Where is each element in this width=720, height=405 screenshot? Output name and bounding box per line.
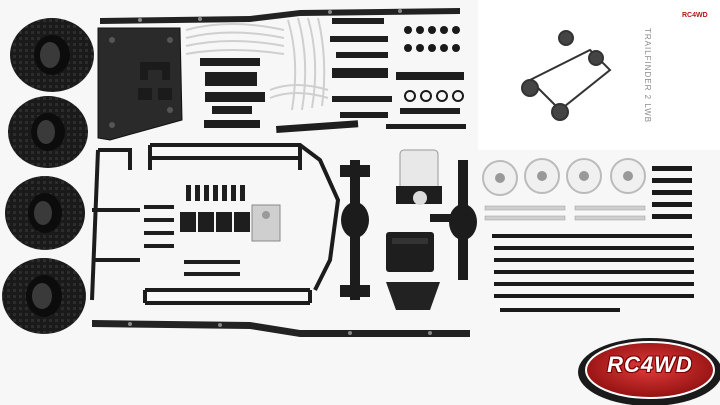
screw-hardware	[492, 166, 694, 312]
tire-1	[10, 18, 94, 92]
wheel-1	[482, 160, 518, 196]
motor-assembly	[396, 149, 442, 205]
tire-3	[5, 176, 85, 250]
tire-2	[8, 96, 88, 168]
wheel-3	[566, 158, 602, 194]
rc4wd-logo	[578, 338, 720, 405]
leaf-springs-left	[185, 23, 285, 55]
chassis-brackets	[200, 58, 359, 133]
tire-4	[2, 258, 86, 334]
transmission	[251, 204, 281, 242]
battery-box	[386, 232, 434, 272]
bumper-bracket	[386, 282, 440, 310]
manual-chassis-photo	[521, 30, 612, 121]
rear-axle	[430, 160, 477, 280]
frame-rail-top	[100, 8, 460, 24]
manual-brand: RC4WD	[682, 12, 708, 19]
wheel-4	[610, 158, 646, 194]
carbon-plate	[97, 27, 183, 141]
link-parts	[144, 185, 250, 276]
front-axle	[340, 160, 370, 300]
rod-ends	[404, 26, 464, 102]
manual-title: TRAILFINDER 2 LWB	[643, 28, 652, 124]
roll-cage	[90, 143, 341, 305]
logo-text: RC4WD	[607, 352, 693, 377]
aluminum-links	[484, 205, 646, 221]
cross-members	[330, 18, 466, 129]
frame-rail-bottom	[92, 320, 470, 337]
shock-mounts	[138, 62, 172, 100]
instruction-manual	[478, 0, 720, 150]
wheel-2	[524, 158, 560, 194]
leaf-springs-right	[269, 17, 329, 111]
